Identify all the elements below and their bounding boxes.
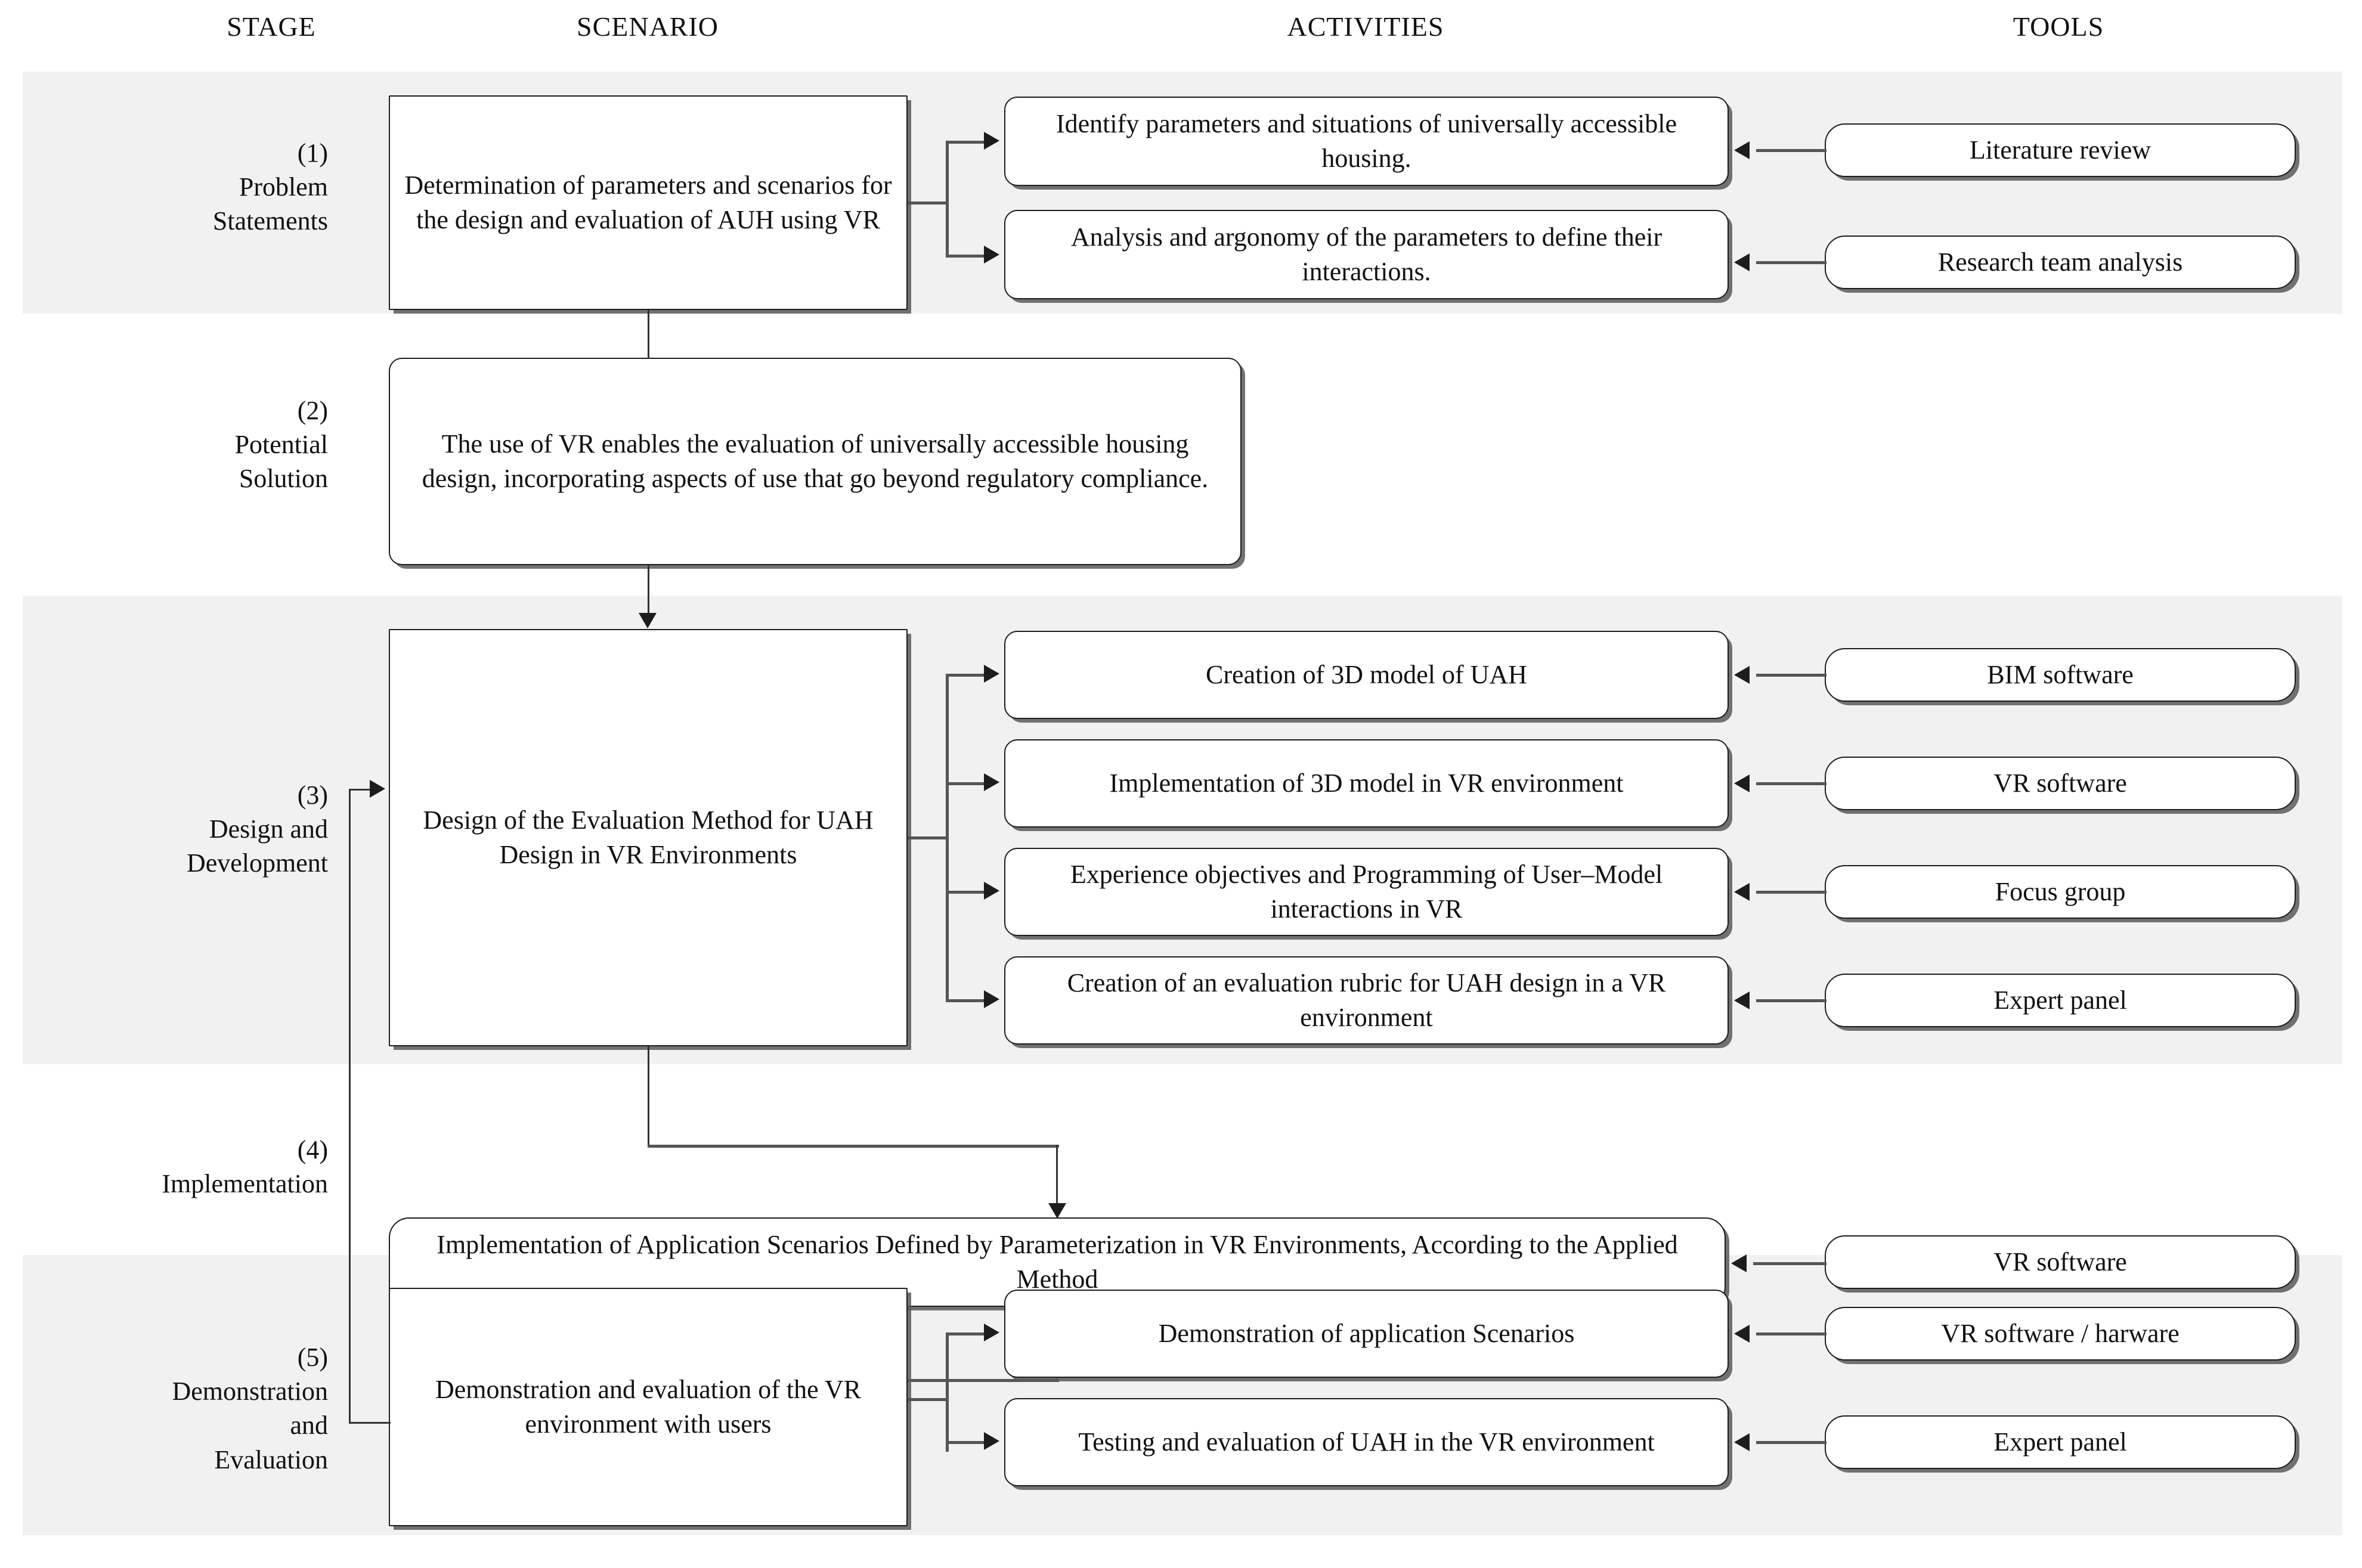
stage-name-5-line-0: Demonstration [172,1377,328,1406]
arrowhead-t1-a2 [1734,253,1750,271]
arrowhead-s1-a2 [984,246,999,264]
connector-s3-to-a1 [946,674,986,677]
connector-s3-riser [946,674,949,1002]
stage-name-4-line-0: Implementation [162,1169,328,1199]
connector-t3-to-a3 [1756,891,1827,894]
arrowhead-s5-a1 [984,1324,999,1341]
connector-s3-to-a4 [946,999,986,1002]
connector-s5-riser [946,1333,949,1452]
arrowhead-t3-a1 [1734,666,1750,684]
arrowhead-s3-a1 [984,665,999,683]
activity-box-3-4[interactable]: Creation of an evaluation rubric for UAH… [1004,956,1729,1045]
connector-s1-riser [946,141,949,256]
connector-s5-stub [908,1398,948,1401]
activity-box-3-2[interactable]: Implementation of 3D model in VR environ… [1004,739,1729,828]
activity-box-3-3[interactable]: Experience objectives and Programming of… [1004,848,1729,936]
activity-box-3-1[interactable]: Creation of 3D model of UAH [1004,631,1729,719]
connector-s3-down [648,1046,649,1146]
stage-name-5-line-1: and [290,1411,328,1440]
arrowhead-t3-a2 [1734,774,1750,792]
activity-box-5-1[interactable]: Demonstration of application Scenarios [1004,1290,1729,1378]
connector-t3-to-a4 [1756,999,1827,1002]
scenario-box-stage5[interactable]: Demonstration and evaluation of the VR e… [389,1288,908,1526]
connector-s5-to-a2 [946,1441,986,1444]
stage-name-3-line-0: Design and [209,814,328,844]
stage-number-1: (1) [297,138,328,168]
column-header-scenario: SCENARIO [576,11,719,42]
tool-box-4-1[interactable]: VR software [1825,1235,2296,1289]
connector-t1-to-a1 [1756,149,1827,152]
tool-box-5-2[interactable]: Expert panel [1825,1415,2296,1469]
connector-s1-to-a2 [946,255,986,258]
stage-number-3: (3) [297,780,328,810]
arrowhead-t3-a4 [1734,991,1750,1009]
stage-label-5: (5) Demonstration and Evaluation [24,1340,328,1477]
connector-t4-to-s4 [1753,1262,1827,1265]
connector-s5-to-a1 [946,1333,986,1335]
tool-box-3-4[interactable]: Expert panel [1825,974,2296,1027]
scenario-box-3[interactable]: Design of the Evaluation Method for UAH … [389,629,908,1046]
tool-box-5-1[interactable]: VR software / harware [1825,1307,2296,1361]
tool-box-3-3[interactable]: Focus group [1825,865,2296,919]
stage-label-1: (1) Problem Statements [83,136,328,238]
tool-box-3-1[interactable]: BIM software [1825,648,2296,702]
connector-s1-to-s2 [648,310,649,359]
stage-name-2-line-0: Potential [234,430,328,460]
connector-s3-to-a3 [946,891,986,894]
column-header-tools: TOOLS [2013,11,2104,42]
column-header-stage: STAGE [227,11,316,42]
arrowhead-t1-a1 [1734,141,1750,159]
stage-name-2-line-1: Solution [239,464,328,494]
connector-s2-to-s3 [648,565,649,625]
connector-t5-to-a2 [1756,1441,1827,1444]
stage-name-5-line-2: Evaluation [214,1445,328,1474]
connector-t3-to-a1 [1756,674,1827,677]
arrowhead-s3-a2 [984,773,999,791]
tool-box-1-2[interactable]: Research team analysis [1825,235,2296,289]
stage-number-5: (5) [297,1343,328,1372]
stage-label-4: (4) Implementation [24,1133,328,1201]
activity-box-1-1[interactable]: Identify parameters and situations of un… [1004,97,1729,186]
stage-label-2: (2) Potential Solution [83,393,328,496]
arrowhead-t3-a3 [1734,883,1750,901]
stage-label-3: (3) Design and Development [48,778,328,881]
feedback-into-stage3 [349,789,373,791]
feedback-riser [349,789,351,1424]
activity-box-1-2[interactable]: Analysis and argonomy of the parameters … [1004,210,1729,299]
arrowhead-s5-a2 [984,1432,999,1450]
arrowhead-feedback [370,780,385,798]
connector-s1-stub [908,202,948,204]
connector-s3-to-a2 [946,782,986,785]
arrowhead-s3-a3 [984,882,999,900]
arrowhead-s3-s4 [1048,1203,1066,1219]
activity-box-5-2[interactable]: Testing and evaluation of UAH in the VR … [1004,1398,1729,1486]
connector-s3-across [648,1145,1059,1148]
connector-t1-to-a2 [1756,261,1827,264]
feedback-from-stage5 [349,1422,391,1424]
arrowhead-s3-a4 [984,990,999,1008]
connector-t3-to-a2 [1756,782,1827,785]
tool-box-1-1[interactable]: Literature review [1825,123,2296,177]
arrowhead-s2-s3 [639,613,657,628]
stage-name-1-line-1: Statements [212,206,328,236]
scenario-box-2[interactable]: The use of VR enables the evaluation of … [389,358,1242,565]
stage-number-4: (4) [297,1135,328,1164]
stage-number-2: (2) [297,396,328,425]
arrowhead-t5-a1 [1734,1325,1750,1343]
scenario-box-1[interactable]: Determination of parameters and scenario… [389,95,908,310]
stage-name-1-line-0: Problem [239,172,328,202]
connector-t5-to-a1 [1756,1333,1827,1335]
stage-name-3-line-1: Development [186,848,328,878]
connector-s3-to-s4 [1056,1145,1058,1216]
arrowhead-t5-a2 [1734,1433,1750,1451]
tool-box-3-2[interactable]: VR software [1825,757,2296,810]
arrowhead-t4-s4 [1731,1254,1747,1272]
connector-s1-to-a1 [946,141,986,144]
connector-s3-stub [908,836,948,839]
column-header-activities: ACTIVITIES [1287,11,1444,42]
arrowhead-s1-a1 [984,132,999,150]
